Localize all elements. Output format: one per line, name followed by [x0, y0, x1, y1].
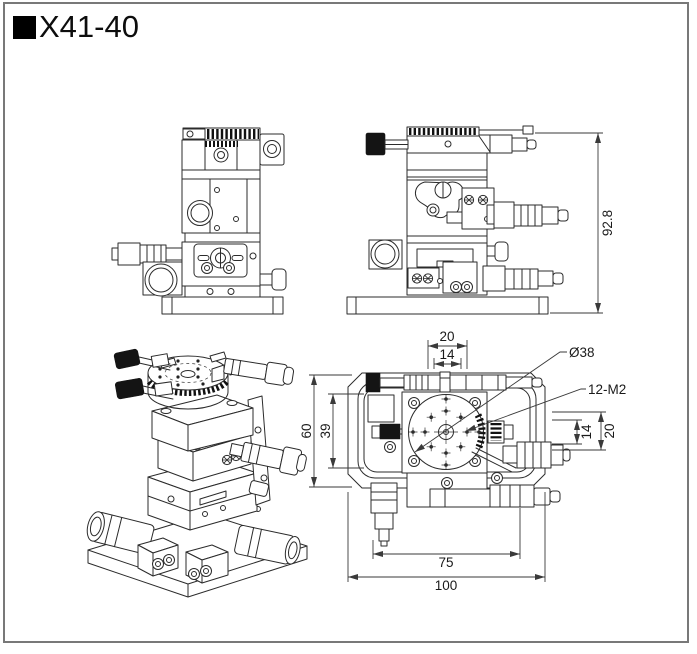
- page-title: X41-40: [39, 9, 139, 44]
- dim-platform-diameter: Ø38: [569, 345, 595, 360]
- side-top-micrometer: [489, 134, 537, 154]
- iso-mid-micrometer: [229, 441, 307, 476]
- top-lock-block: [379, 423, 401, 440]
- dim-bottom-inner: 75: [438, 555, 453, 570]
- side-view: 92.8: [346, 125, 615, 315]
- top-view-dimensions: 20 14 60 39 14 20 75: [299, 329, 626, 593]
- front-left-micrometer: [111, 242, 183, 266]
- dim-left-inner: 39: [318, 423, 333, 438]
- dim-mount-holes: 12-M2: [588, 382, 626, 397]
- dim-right-outer: 20: [602, 423, 617, 438]
- isometric-view: [86, 348, 308, 598]
- dim-overall-height: 92.8: [600, 210, 615, 236]
- side-lock-knob: [365, 132, 386, 156]
- iso-left-micrometer: [86, 511, 155, 555]
- side-mid-micrometer: [486, 201, 569, 229]
- dim-top-outer: 20: [439, 329, 454, 344]
- top-bottom-micrometer: [429, 484, 561, 508]
- iso-right-lower-micrometer: [234, 524, 301, 565]
- top-y-micrometer: [370, 482, 398, 547]
- dim-right-inner: 14: [579, 424, 594, 440]
- title-block: X41-40: [13, 9, 139, 45]
- front-view: [111, 127, 287, 315]
- dim-bottom-outer: 100: [435, 578, 458, 593]
- dim-top-inner: 14: [439, 347, 455, 362]
- side-base-plate: [346, 296, 549, 315]
- iso-upper-stage: [151, 394, 254, 452]
- iso-clamp-blocks: [137, 537, 229, 584]
- dim-left-outer: 60: [299, 423, 314, 438]
- top-x-micrometer: [365, 371, 543, 394]
- top-view: 20 14 60 39 14 20 75: [299, 329, 626, 593]
- iso-lock-knobs: [113, 348, 174, 400]
- iso-top-micrometer: [223, 358, 295, 386]
- side-bottom-micrometer: [482, 265, 564, 292]
- front-base-plate: [161, 296, 284, 315]
- title-bullet-square-icon: [13, 15, 36, 39]
